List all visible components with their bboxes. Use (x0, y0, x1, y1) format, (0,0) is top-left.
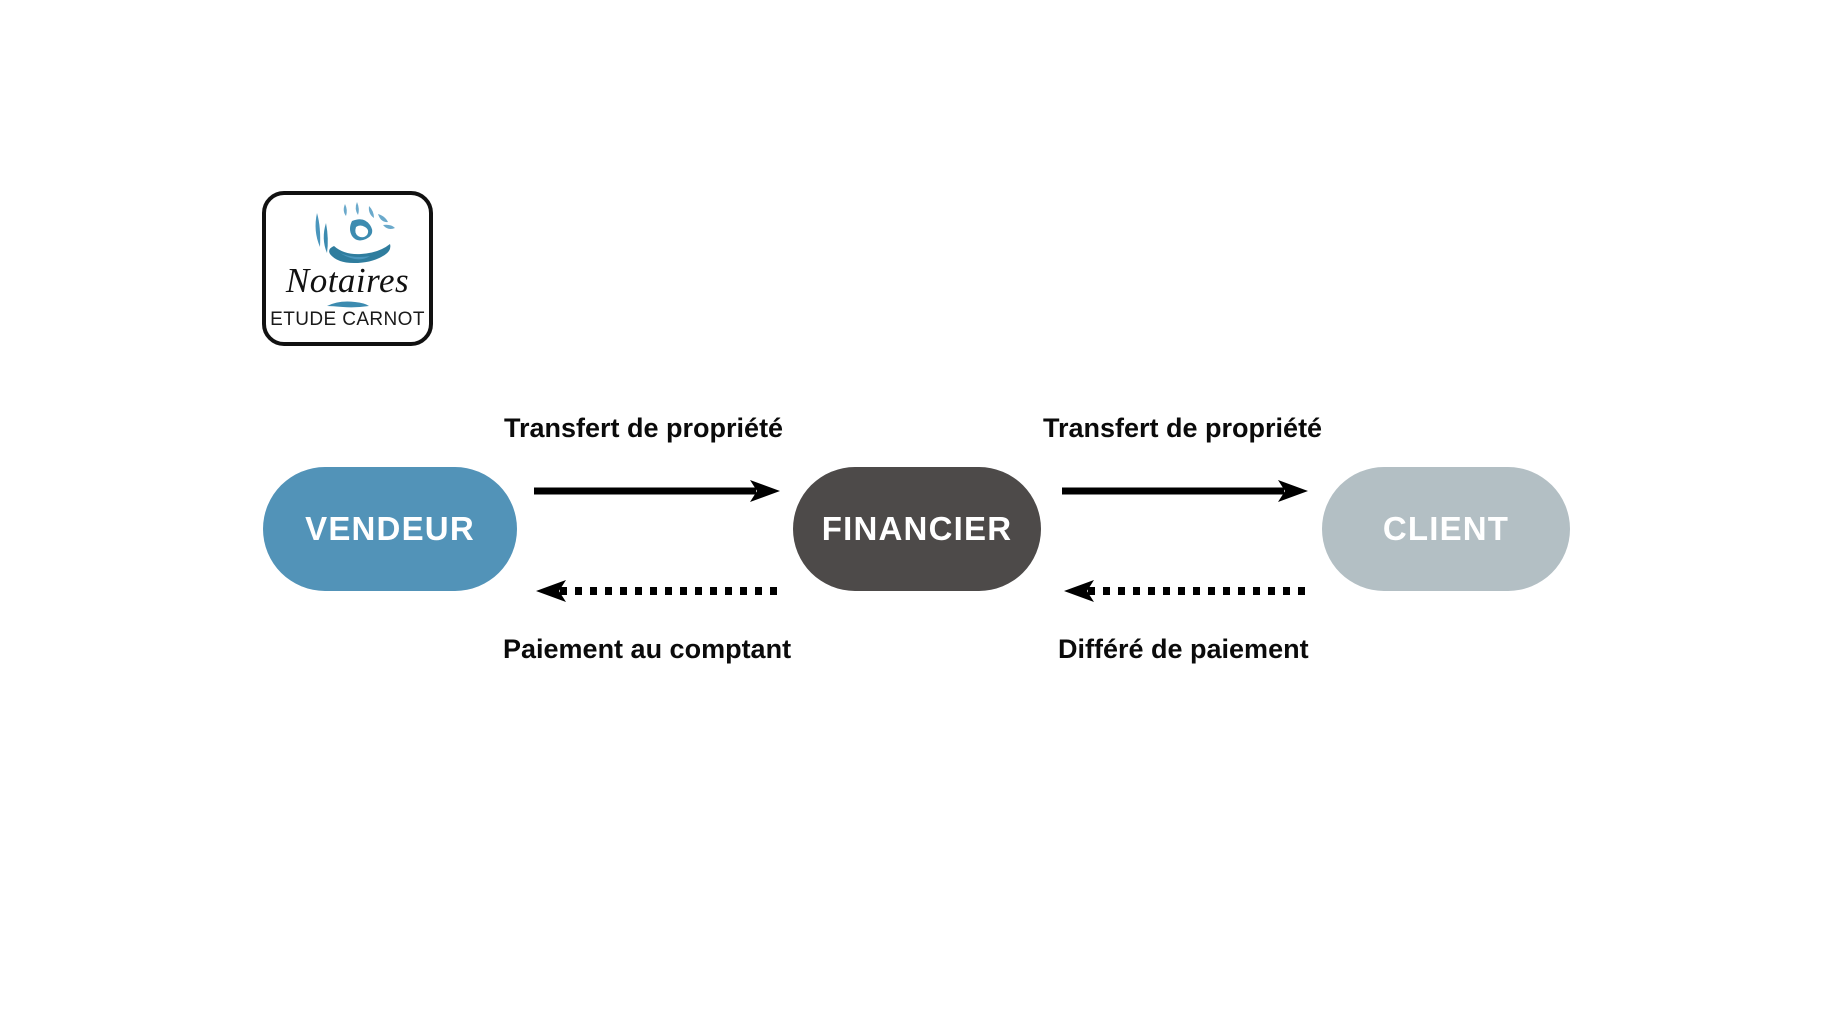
arrow-financier-to-client-icon (1062, 480, 1308, 502)
node-client-label: CLIENT (1382, 510, 1510, 547)
node-vendeur-label: VENDEUR (305, 510, 475, 547)
edge-label-financier-to-vendeur: Paiement au comptant (503, 634, 792, 664)
notaires-abstract-figure-mark-icon (315, 202, 395, 263)
edge-label-client-to-financier: Différé de paiement (1058, 634, 1309, 664)
node-vendeur[interactable]: VENDEUR (263, 467, 517, 591)
logo-swoosh-icon (326, 301, 369, 308)
node-financier[interactable]: FINANCIER (793, 467, 1041, 591)
node-client[interactable]: CLIENT (1322, 467, 1570, 591)
edge-label-vendeur-to-financier: Transfert de propriété (504, 413, 784, 443)
arrow-vendeur-to-financier-icon (534, 480, 780, 502)
logo-wordmark: Notaires (285, 261, 410, 300)
edge-label-financier-to-client: Transfert de propriété (1043, 413, 1323, 443)
arrow-financier-to-vendeur-icon (536, 580, 782, 602)
node-financier-label: FINANCIER (821, 510, 1013, 547)
notaires-logo-card: Notaires ETUDE CARNOT (262, 191, 433, 346)
logo-subtitle: ETUDE CARNOT (270, 309, 425, 330)
arrow-client-to-financier-icon (1064, 580, 1310, 602)
